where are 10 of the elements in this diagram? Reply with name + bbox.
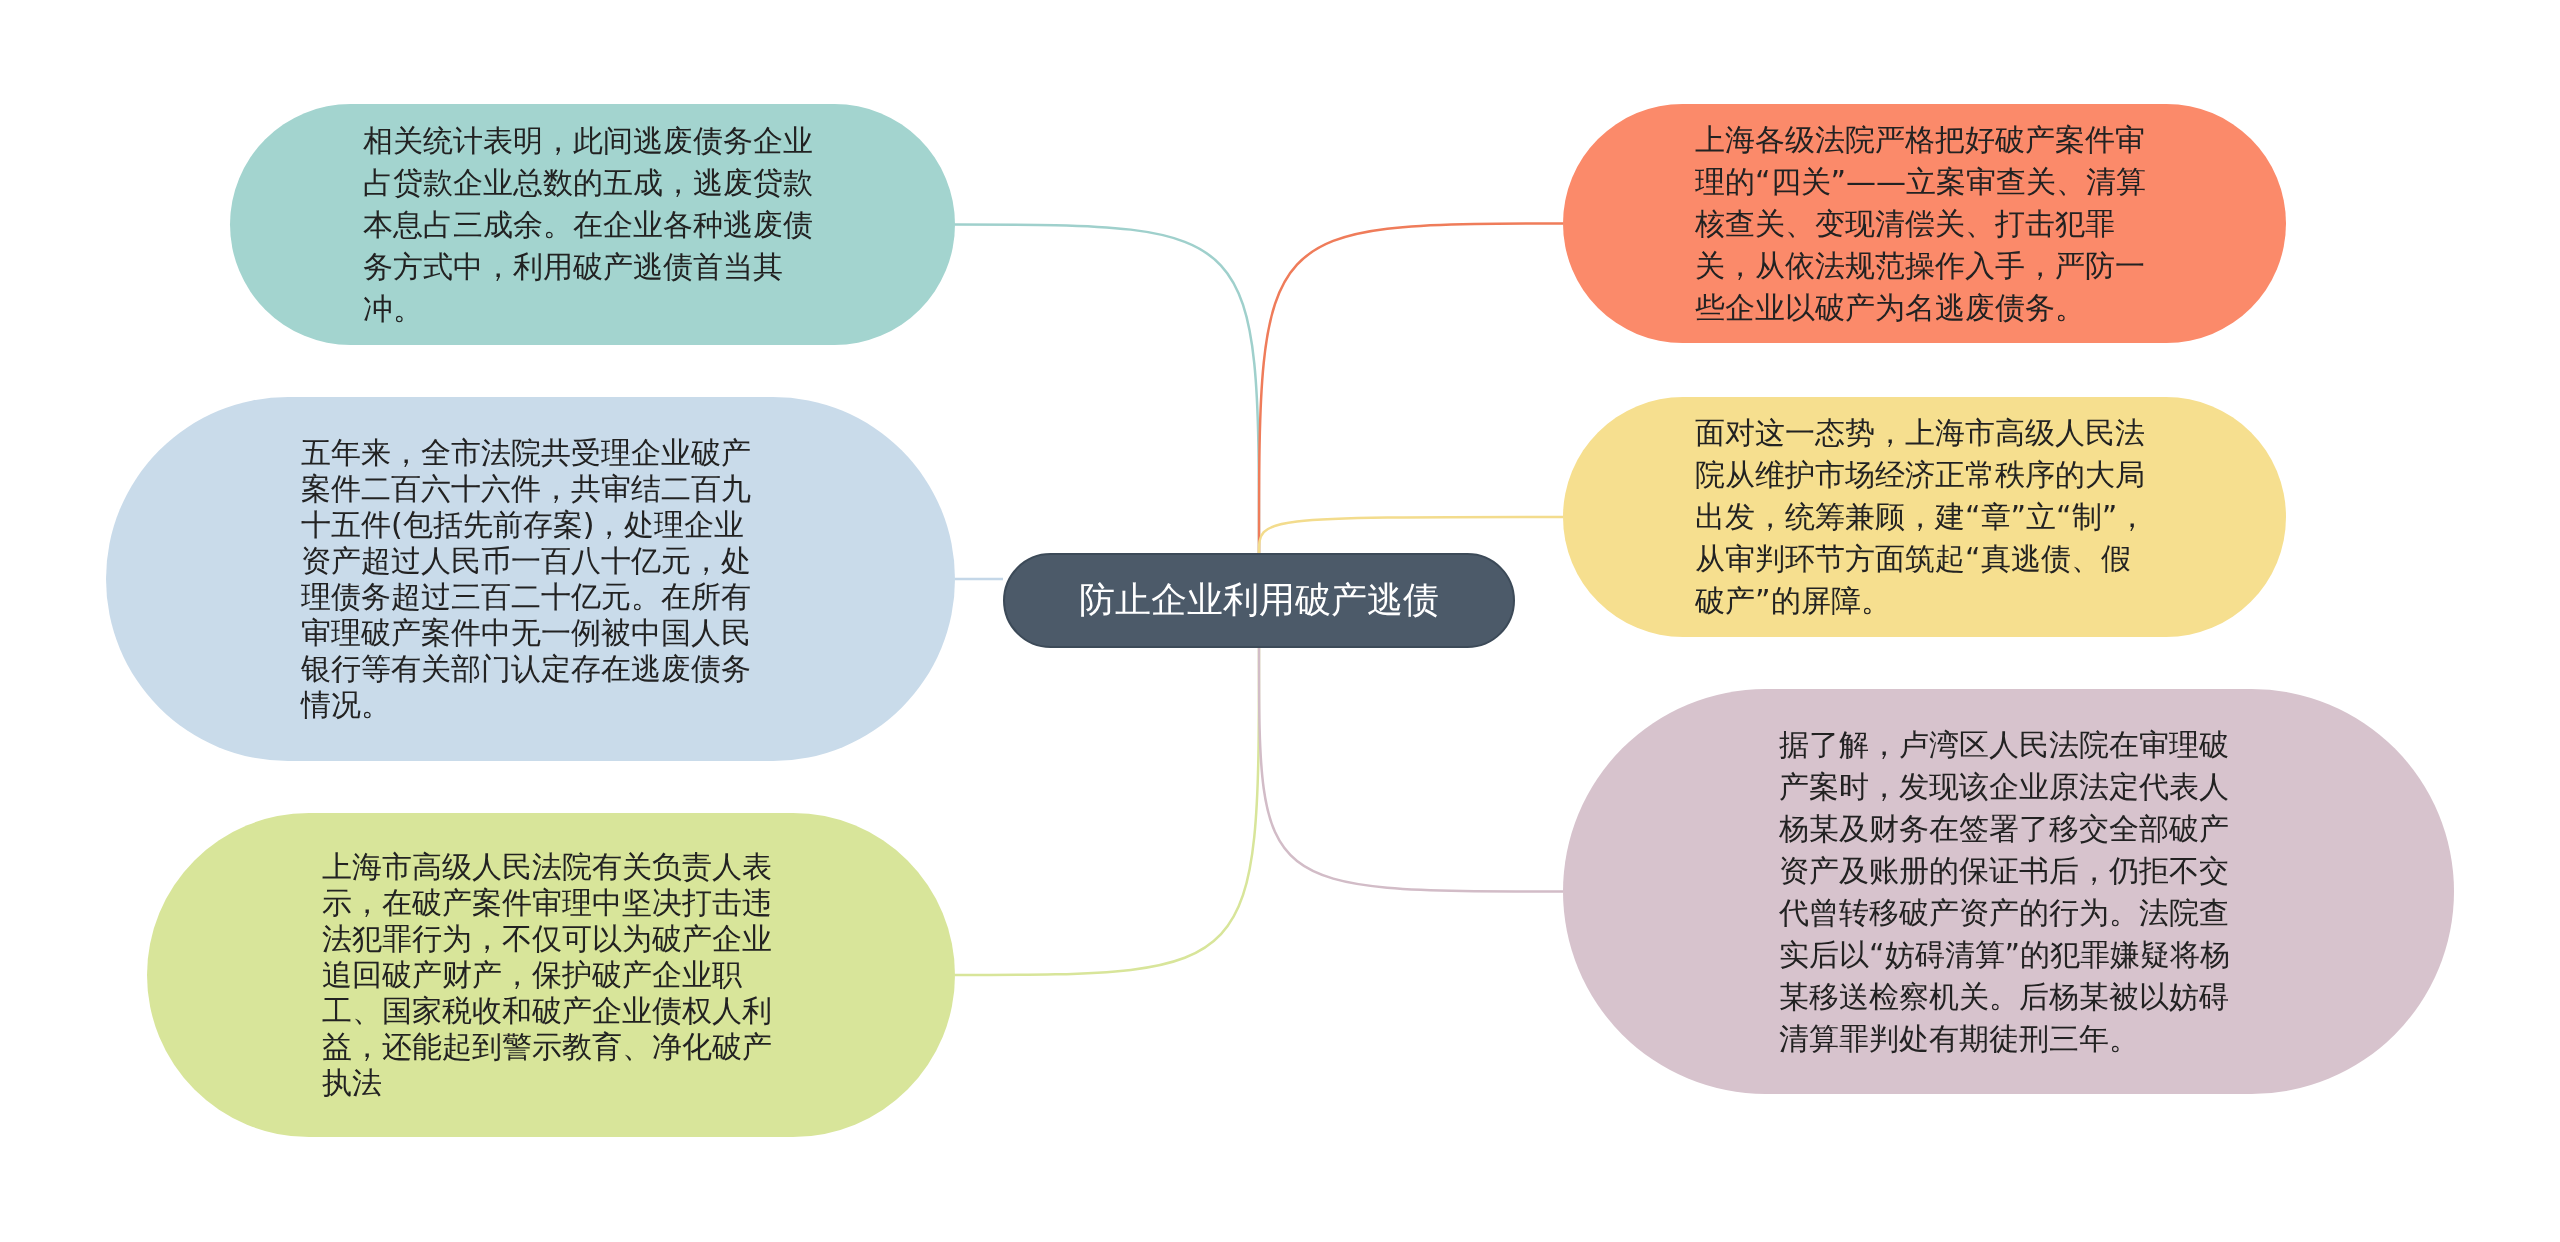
topic-text: 面对这一态势，上海市高级人民法院从维护市场经济正常秩序的大局出发，统筹兼顾，建“章”立“制”，从审判环节方面筑起“真逃债、假破产”的屏障。 bbox=[1695, 414, 2149, 620]
topic-text: 上海市高级人民法院有关负责人表示，在破产案件审理中坚决打击违法犯罪行为，不仅可以为破产企业追回破产财产，保护破产企业职工、国家税收和破产企业债权人利益，还能起到警示教育、净化破产执法 bbox=[321, 849, 773, 1101]
topic-title: 防止企业利用破产逃债 bbox=[1079, 578, 1439, 622]
connector-line bbox=[955, 577, 1003, 581]
connector-line bbox=[1257, 648, 1563, 893]
topic-text: 五年来，全市法院共受理企业破产案件二百六十六件，共审结二百九十五件(包括先前存案)，处理企业资产超过人民币一百八十亿元，处理债务超过三百二十亿元。在所有审理破产案件中无一例被中国人民银行等有关部门认定存在逃废债务情况。 bbox=[301, 435, 752, 723]
topic-text: 上海各级法院严格把好破产案件审理的“四关”——立案审查关、清算核查关、变现清偿关、打击犯罪关，从依法规范操作入手，严防一些企业以破产为名逃废债务。 bbox=[1695, 120, 2148, 327]
connector-line bbox=[1257, 515, 1563, 554]
topic-text: 相关统计表明，此间逃废债务企业占贷款企业总数的五成，逃废贷款本息占三成余。在企业各种逃废债务方式中，利用破产逃债首当其冲。 bbox=[363, 121, 814, 328]
topic-text: 据了解，卢湾区人民法院在审理破产案时，发现该企业原法定代表人杨某及财务在签署了移交全部破产资产及账册的保证书后，仍拒不交代曾转移破产资产的行为。法院查实后以“妨碍清算”的犯罪嫌疑将杨某移送检察机关。后杨某被以妨碍清算罪判处有期徒刑三年。 bbox=[1779, 725, 2232, 1058]
